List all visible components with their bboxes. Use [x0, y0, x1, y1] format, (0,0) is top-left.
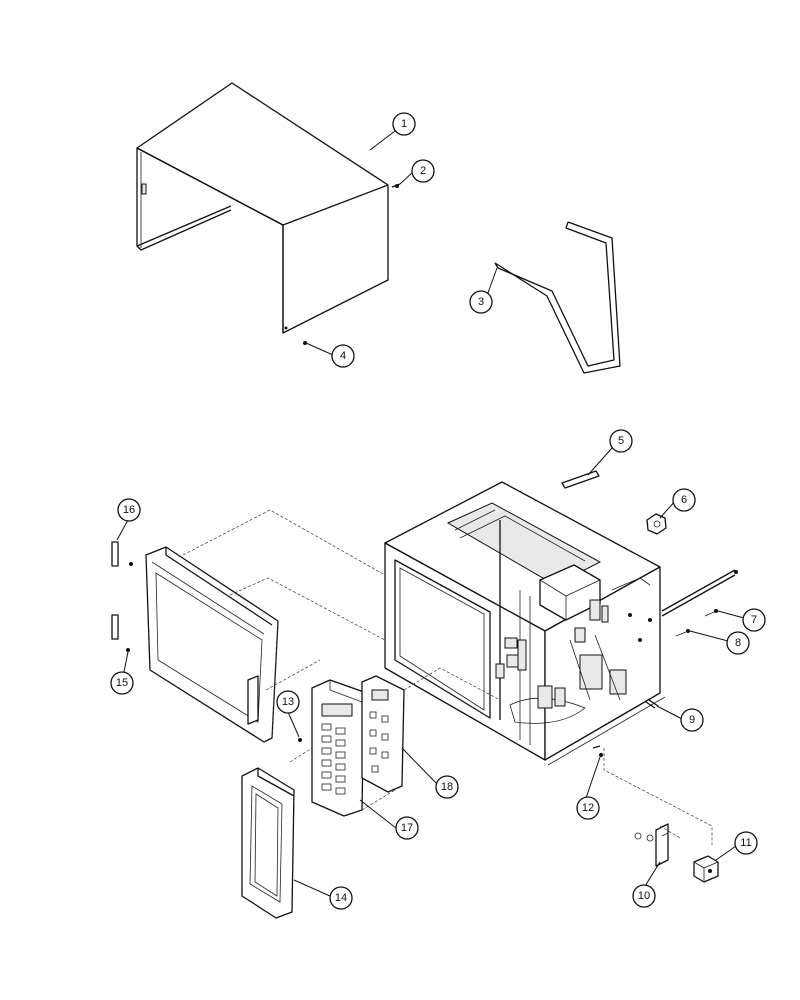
- callout-16-label: 16: [123, 504, 135, 516]
- microwave-chassis: [384, 481, 666, 766]
- leader-lines: [116, 130, 745, 897]
- callout-12: 12: [576, 796, 600, 820]
- bottom-screw: [303, 341, 307, 345]
- bent-frame-rod: [494, 221, 621, 374]
- callout-16: 16: [117, 498, 141, 522]
- callout-15: 15: [110, 671, 134, 695]
- callout-13: 13: [276, 690, 300, 714]
- callout-5-label: 5: [618, 435, 624, 447]
- callout-7: 7: [742, 608, 766, 632]
- callout-1: 1: [392, 112, 416, 136]
- callout-2: 2: [411, 159, 435, 183]
- alignment-lines: [182, 509, 713, 845]
- callout-9-label: 9: [689, 714, 695, 726]
- microwave-door: [145, 546, 279, 743]
- callout-8-label: 8: [735, 637, 741, 649]
- bracket-assembly: [634, 823, 719, 883]
- callout-3-label: 3: [478, 296, 484, 308]
- callout-18: 18: [435, 775, 459, 799]
- callout-4-label: 4: [340, 350, 346, 362]
- panel-screw: [298, 738, 302, 742]
- callout-12-label: 12: [582, 802, 594, 814]
- top-bar-part: [561, 470, 600, 489]
- pin: [645, 699, 659, 709]
- callout-15-label: 15: [116, 677, 128, 689]
- rear-rods: [661, 569, 738, 637]
- callout-2-label: 2: [420, 165, 426, 177]
- circuit-board: [361, 675, 405, 793]
- callout-5: 5: [609, 429, 633, 453]
- callout-6: 6: [672, 488, 696, 512]
- callout-14: 14: [329, 886, 353, 910]
- callout-13-label: 13: [282, 696, 294, 708]
- hex-nut: [646, 513, 667, 535]
- door-frame: [241, 767, 295, 919]
- callout-17-label: 17: [401, 822, 413, 834]
- callout-14-label: 14: [335, 892, 347, 904]
- callout-6-label: 6: [681, 494, 687, 506]
- callout-10-label: 10: [638, 890, 650, 902]
- callout-4: 4: [331, 344, 355, 368]
- door-pins: [111, 541, 133, 652]
- callout-7-label: 7: [751, 614, 757, 626]
- callout-17: 17: [395, 816, 419, 840]
- cover-screw: [391, 183, 401, 188]
- callout-18-label: 18: [441, 781, 453, 793]
- callout-3: 3: [469, 290, 493, 314]
- callout-8: 8: [726, 631, 750, 655]
- control-panel: [311, 679, 365, 817]
- callout-10: 10: [632, 884, 656, 908]
- callout-9: 9: [680, 708, 704, 732]
- callout-11-label: 11: [740, 837, 751, 849]
- outer-cabinet-cover: [136, 82, 389, 334]
- callout-1-label: 1: [401, 118, 407, 130]
- base-screw: [592, 745, 603, 757]
- callout-11: 11: [734, 831, 758, 855]
